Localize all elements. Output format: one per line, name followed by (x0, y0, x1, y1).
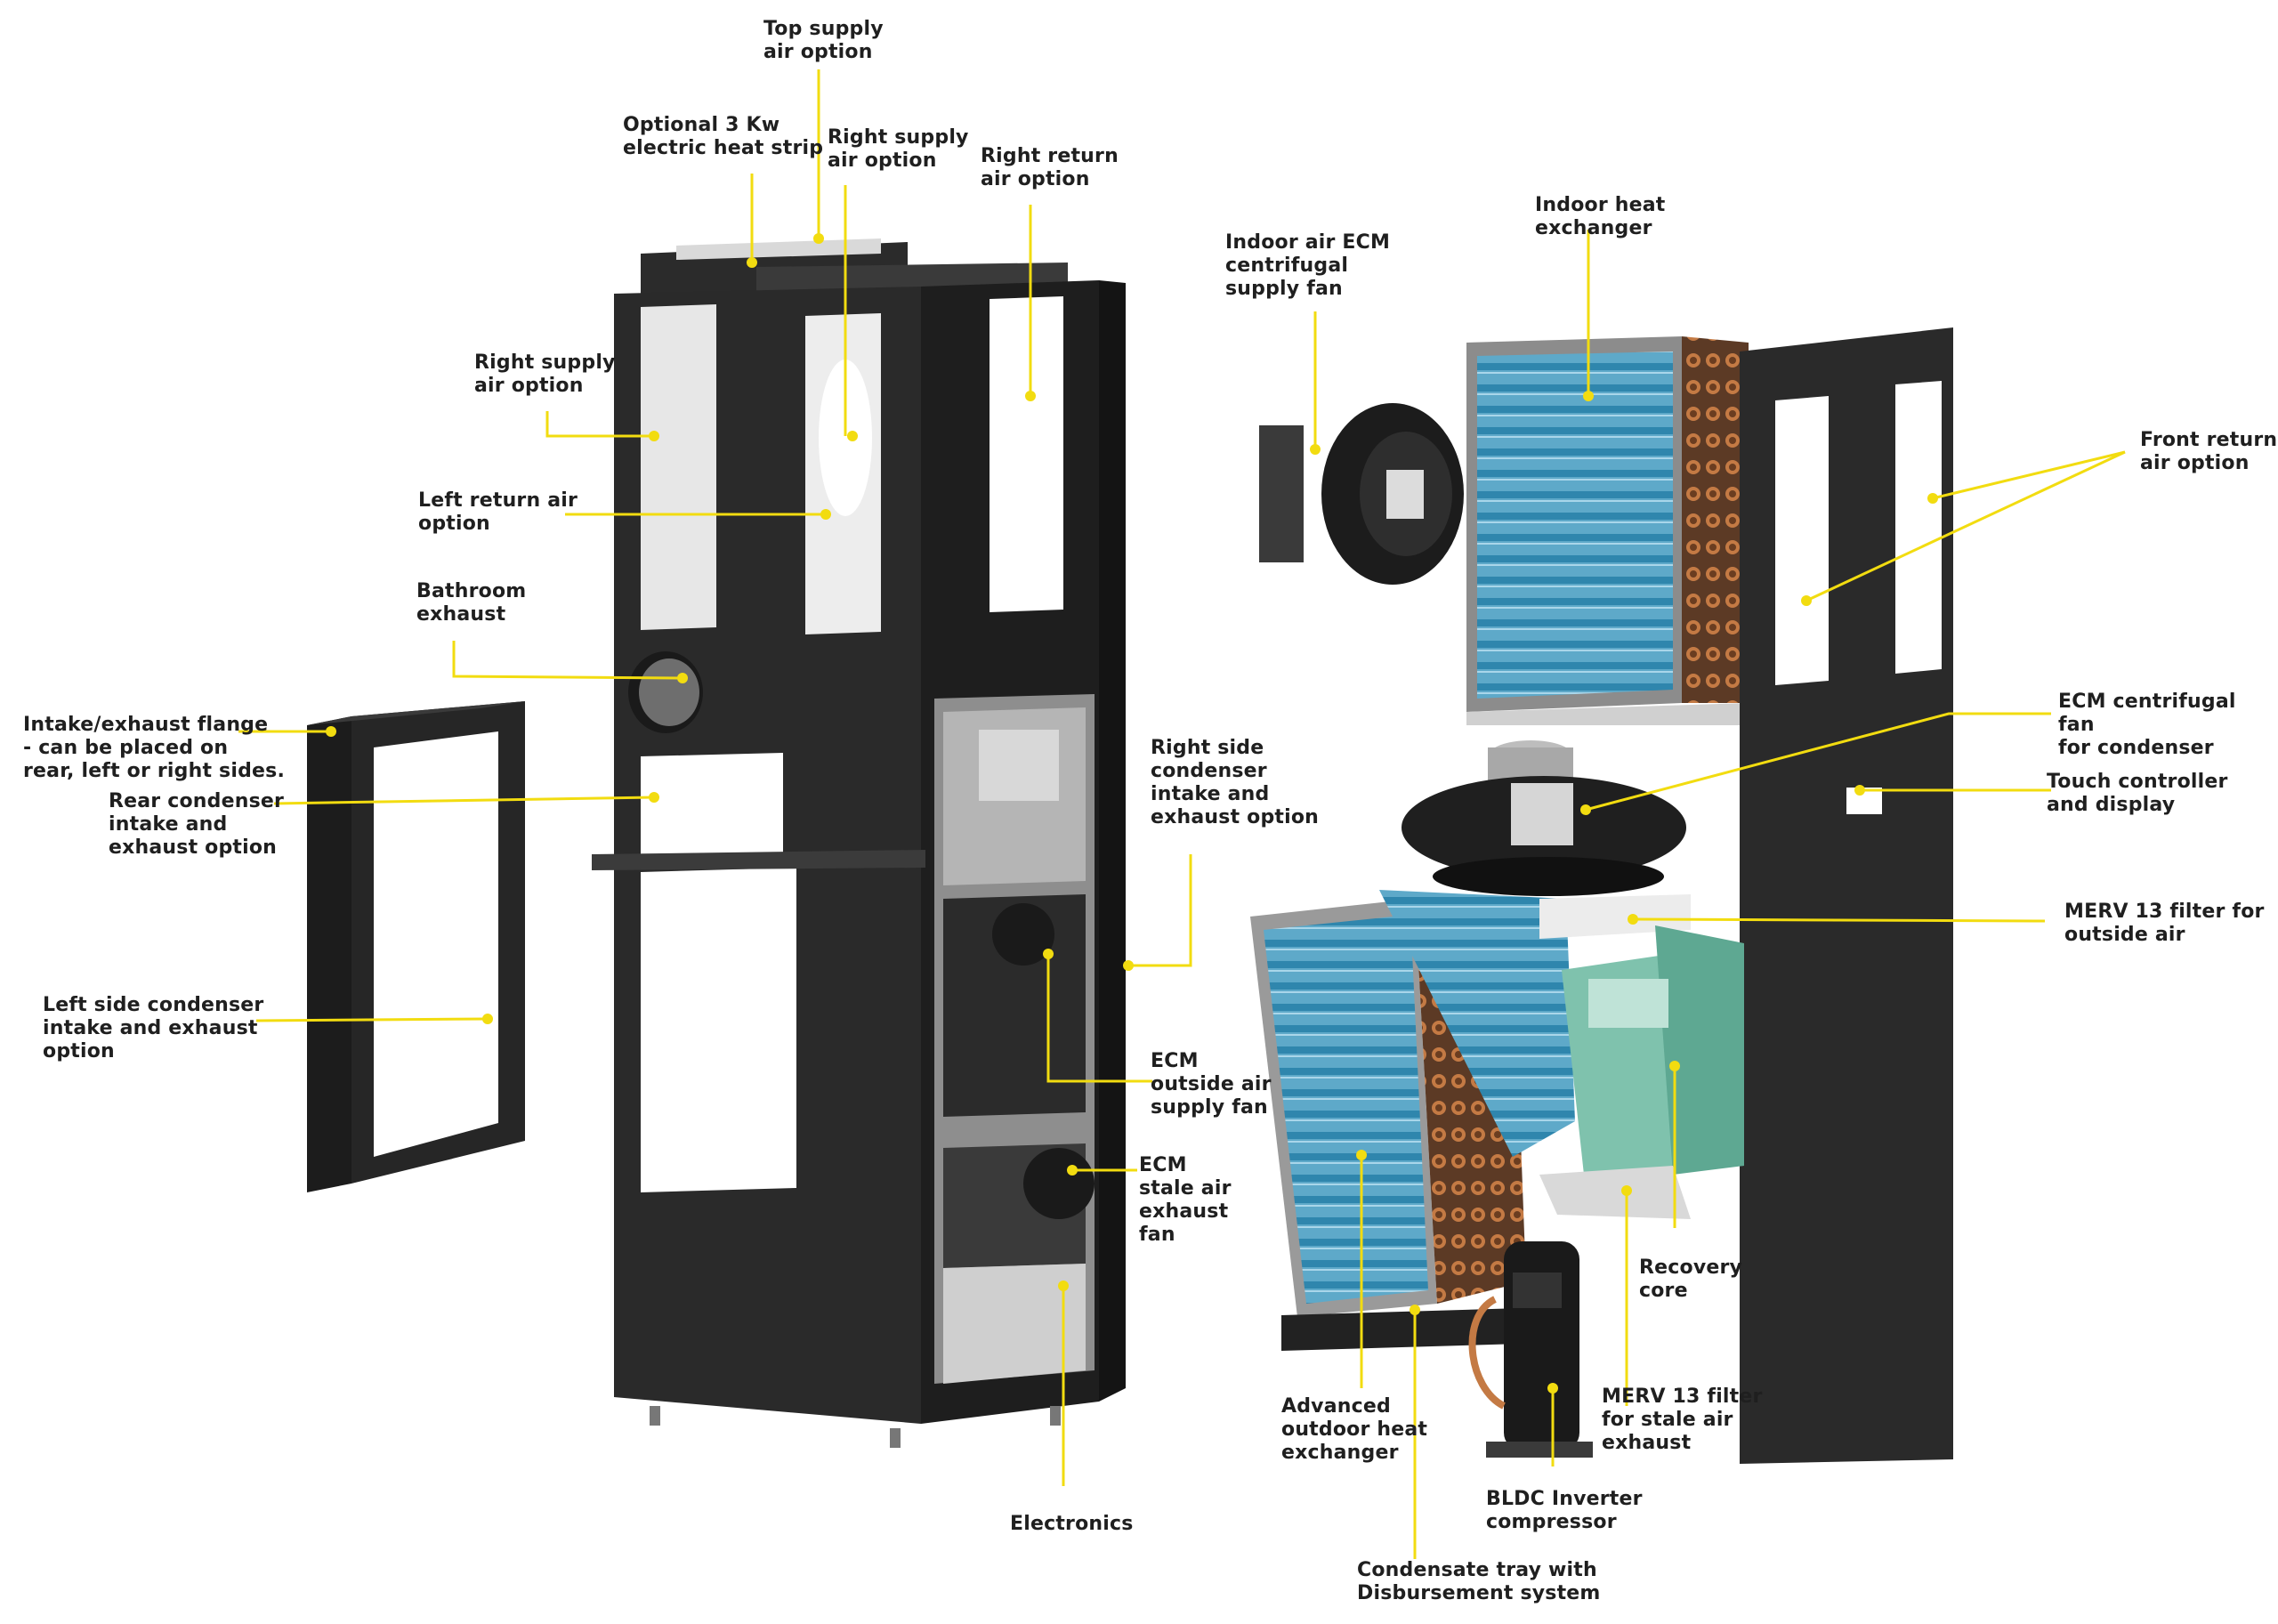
recovery-core (1539, 894, 1744, 1219)
label-right-supply-left: Right supply air option (474, 351, 616, 397)
outdoor-heat-exchanger (1250, 890, 1575, 1317)
indoor-supply-fan (1259, 403, 1464, 585)
leader-dots (326, 233, 1938, 1394)
label-ecm-outside-fan: ECM outside air supply fan (1151, 1050, 1272, 1119)
label-heat-strip: Optional 3 Kw electric heat strip (623, 114, 824, 159)
intake-exhaust-flange (307, 701, 525, 1192)
label-right-supply-top: Right supply air option (828, 126, 969, 172)
label-right-return: Right return air option (981, 145, 1119, 190)
label-left-return: Left return air option (418, 489, 578, 535)
label-flange: Intake/exhaust flange - can be placed on… (23, 714, 286, 782)
label-right-condenser: Right side condenser intake and exhaust … (1151, 737, 1320, 828)
label-advanced-hx: Advanced outdoor heat exchanger (1281, 1395, 1428, 1464)
label-electronics: Electronics (1010, 1513, 1134, 1535)
label-condensate-tray: Condensate tray with Disbursement system (1357, 1559, 1601, 1604)
label-rear-condenser: Rear condenser intake and exhaust option (109, 790, 285, 859)
compressor (1468, 1241, 1593, 1458)
indoor-heat-exchanger (1466, 336, 1749, 725)
front-panel (1740, 327, 1953, 1464)
label-merv-stale: MERV 13 filter for stale air exhaust (1602, 1386, 1763, 1454)
label-indoor-fan: Indoor air ECM centrifugal supply fan (1225, 231, 1391, 300)
label-touch-controller: Touch controller and display (2047, 771, 2228, 816)
label-indoor-hx: Indoor heat exchanger (1535, 194, 1666, 239)
label-bldc-compressor: BLDC Inverter compressor (1486, 1488, 1643, 1533)
label-ecm-stale-fan: ECM stale air exhaust fan (1139, 1154, 1232, 1246)
condensate-tray (1281, 1308, 1522, 1351)
label-front-return: Front return air option (2140, 429, 2278, 474)
label-ecm-condenser-fan: ECM centrifugal fan for condenser (2058, 691, 2236, 759)
leader-lines (238, 69, 2126, 1559)
label-top-supply: Top supply air option (763, 18, 884, 63)
label-recovery-core: Recovery core (1639, 1256, 1743, 1302)
condenser-fan (1402, 740, 1686, 896)
label-left-condenser: Left side condenser intake and exhaust o… (43, 994, 264, 1062)
main-cabinet (592, 238, 1126, 1448)
label-bathroom-exhaust: Bathroom exhaust (416, 580, 527, 626)
label-merv-outside: MERV 13 filter for outside air (2064, 901, 2265, 946)
